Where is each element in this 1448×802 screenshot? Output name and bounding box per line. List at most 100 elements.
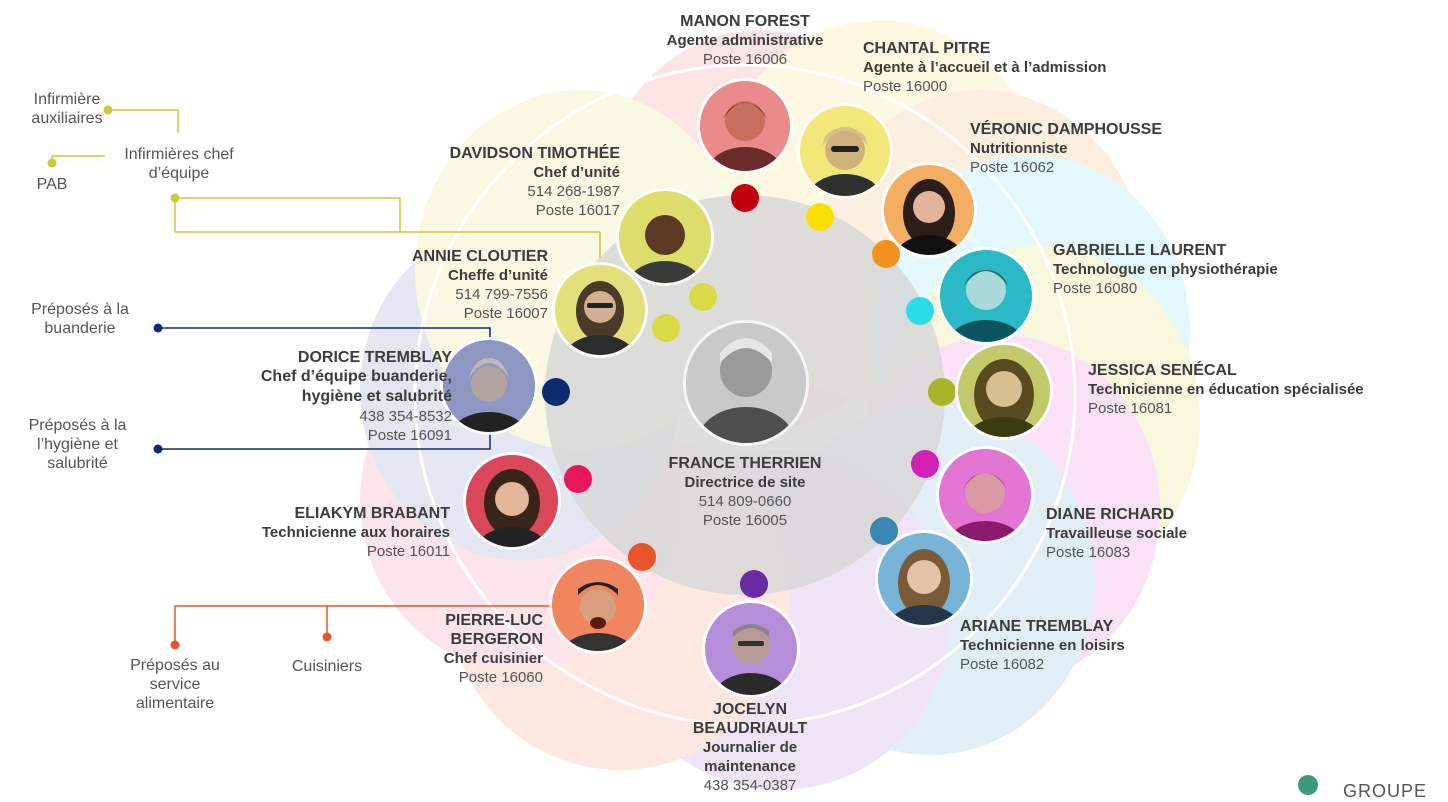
- ariane-role: Technicienne en loisirs: [960, 637, 1125, 654]
- card-veronic: VÉRONIC DAMPHOUSSE Nutritionniste Poste …: [970, 120, 1270, 177]
- veronic-ext: Poste 16062: [970, 159, 1055, 176]
- avatar-jessica: [955, 342, 1053, 440]
- dot-yellow: [806, 203, 834, 231]
- dot-khaki-1: [652, 314, 680, 342]
- annie-role: Cheffe d’unité: [448, 267, 548, 284]
- annie-phone: 514 799-7556: [455, 286, 548, 303]
- avatar-pierreluc: [549, 556, 647, 654]
- pierreluc-ext: Poste 16060: [458, 669, 543, 686]
- card-gabrielle: GABRIELLE LAURENT Technologue en physiot…: [1053, 241, 1393, 298]
- gabrielle-name: GABRIELLE LAURENT: [1053, 242, 1227, 259]
- chantal-name: CHANTAL PITRE: [863, 40, 991, 57]
- card-diane: DIANE RICHARD Travailleuse sociale Poste…: [1046, 505, 1346, 562]
- card-chantal: CHANTAL PITRE Agente à l’accueil et à l’…: [863, 39, 1203, 96]
- card-eliakym: ELIAKYM BRABANT Technicienne aux horaire…: [190, 504, 450, 561]
- card-annie: ANNIE CLOUTIER Cheffe d’unité 514 799-75…: [330, 247, 548, 323]
- diane-role: Travailleuse sociale: [1046, 525, 1187, 542]
- dot-crimson: [564, 465, 592, 493]
- ariane-name: ARIANE TREMBLAY: [960, 618, 1114, 635]
- group-infirmieres-chef: Infirmières chef d’équipe: [124, 146, 234, 182]
- eliakym-name: ELIAKYM BRABANT: [294, 505, 450, 522]
- group-infirmiere-auxiliaires: Infirmière auxiliaires: [31, 91, 103, 127]
- card-manon: MANON FOREST Agente administrative Poste…: [620, 12, 870, 69]
- dorice-role-2: hygiène et salubrité: [301, 388, 452, 405]
- dot-deeporange: [628, 543, 656, 571]
- manon-name: MANON FOREST: [680, 13, 810, 30]
- director-ext: Poste 16005: [702, 512, 788, 529]
- connector-pab: [51, 155, 105, 163]
- group-preposes-hygiene: Préposés à la l’hygiène et salubrité: [28, 417, 127, 472]
- avatar-chantal: [797, 103, 893, 199]
- gabrielle-role: Technologue en physiothérapie: [1053, 261, 1278, 278]
- card-ariane: ARIANE TREMBLAY Technicienne en loisirs …: [960, 617, 1260, 674]
- card-jessica: JESSICA SENÉCAL Technicienne en éducatio…: [1088, 361, 1443, 418]
- veronic-name: VÉRONIC DAMPHOUSSE: [970, 121, 1163, 138]
- chantal-ext: Poste 16000: [863, 78, 948, 95]
- jocelyn-role-2: maintenance: [704, 758, 796, 775]
- pierreluc-name-1: PIERRE-LUC: [445, 612, 543, 629]
- dorice-name: DORICE TREMBLAY: [297, 349, 452, 366]
- davidson-phone: 514 268-1987: [527, 183, 620, 200]
- dot-red: [731, 184, 759, 212]
- annie-ext: Poste 16007: [463, 305, 548, 322]
- card-dorice: DORICE TREMBLAY Chef d’équipe buanderie,…: [160, 348, 452, 445]
- avatar-ariane: [875, 530, 973, 628]
- connector-inf-aux: [108, 109, 179, 133]
- jessica-name: JESSICA SENÉCAL: [1088, 362, 1237, 379]
- chantal-role: Agente à l’accueil et à l’admission: [863, 59, 1107, 76]
- card-jocelyn: JOCELYN BEAUDRIAULT Journalier de mainte…: [650, 700, 850, 795]
- diane-name: DIANE RICHARD: [1046, 506, 1174, 523]
- connector-hygiene: [158, 432, 491, 450]
- avatar-jocelyn: [702, 600, 800, 698]
- avatar-annie: [552, 262, 648, 358]
- jocelyn-role-1: Journalier de: [702, 739, 798, 756]
- director-name: FRANCE THERRIEN: [668, 455, 822, 472]
- avatar-gabrielle: [937, 247, 1035, 345]
- avatar-dorice: [440, 337, 538, 435]
- dot-cyan: [906, 297, 934, 325]
- dot-purple: [740, 570, 768, 598]
- avatar-eliakym: [463, 452, 561, 550]
- director-role: Directrice de site: [684, 474, 806, 491]
- brand-logo-icon: [1298, 775, 1318, 795]
- avatar-director: [683, 320, 809, 446]
- avatar-veronic: [881, 162, 977, 258]
- davidson-ext: Poste 16017: [535, 202, 620, 219]
- pierreluc-role: Chef cuisinier: [443, 650, 543, 667]
- dorice-ext: Poste 16091: [367, 427, 452, 444]
- dorice-role-1: Chef d’équipe buanderie,: [260, 368, 452, 385]
- outer-ring: [413, 63, 1077, 727]
- card-davidson: DAVIDSON TIMOTHÉE Chef d’unité 514 268-1…: [380, 144, 620, 220]
- group-preposes-alimentaire: Préposés au service alimentaire: [130, 657, 220, 712]
- avatar-diane: [936, 446, 1034, 544]
- dot-olive: [928, 378, 956, 406]
- group-preposes-buanderie: Préposés à la buanderie: [31, 301, 129, 337]
- dorice-phone: 438 354-8532: [359, 408, 452, 425]
- davidson-role: Chef d’unité: [533, 164, 620, 181]
- pierreluc-name-2: BERGERON: [450, 631, 543, 648]
- davidson-name: DAVIDSON TIMOTHÉE: [449, 145, 620, 162]
- eliakym-ext: Poste 16011: [366, 543, 450, 560]
- eliakym-role: Technicienne aux horaires: [261, 524, 450, 541]
- connector-alimentaire: [174, 605, 555, 645]
- manon-role: Agente administrative: [666, 32, 824, 49]
- avatar-davidson: [616, 188, 714, 286]
- jocelyn-name-2: BEAUDRIAULT: [692, 720, 808, 737]
- annie-name: ANNIE CLOUTIER: [412, 248, 548, 265]
- director-phone: 514 809-0660: [698, 493, 792, 510]
- ariane-ext: Poste 16082: [960, 656, 1045, 673]
- card-pierreluc: PIERRE-LUC BERGERON Chef cuisinier Poste…: [373, 611, 543, 687]
- diane-ext: Poste 16083: [1046, 544, 1131, 561]
- connector-inf-chef: [174, 197, 401, 233]
- avatar-manon: [697, 78, 793, 174]
- group-cuisiniers: Cuisiniers: [291, 658, 363, 675]
- dot-navy: [542, 378, 570, 406]
- brand-text: GROUPE: [1343, 781, 1428, 801]
- manon-ext: Poste 16006: [702, 51, 788, 68]
- jessica-role: Technicienne en éducation spécialisée: [1088, 381, 1364, 398]
- jocelyn-phone: 438 354-0387: [703, 777, 797, 794]
- jessica-ext: Poste 16081: [1088, 400, 1173, 417]
- director-card: FRANCE THERRIEN Directrice de site 514 8…: [635, 454, 855, 530]
- dot-magenta: [911, 450, 939, 478]
- jocelyn-name-1: JOCELYN: [712, 701, 788, 718]
